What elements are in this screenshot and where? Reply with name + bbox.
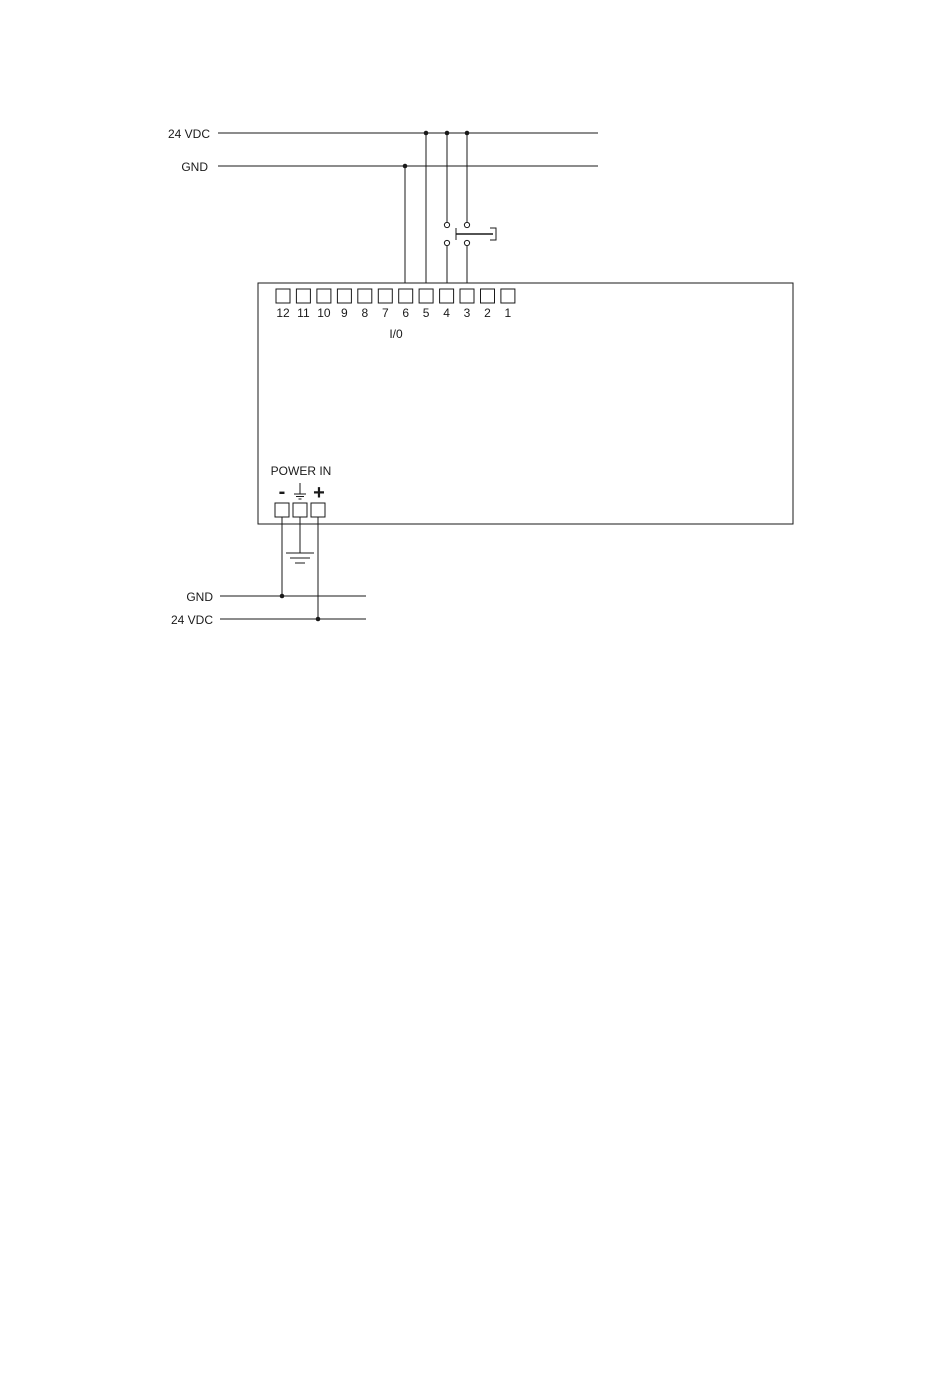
terminal-number-label: 4 xyxy=(443,306,450,320)
terminal-12 xyxy=(276,289,290,303)
io-drop-wires xyxy=(405,133,467,289)
terminal-number-label: 2 xyxy=(484,306,491,320)
terminal-1 xyxy=(501,289,515,303)
terminal-3 xyxy=(460,289,474,303)
terminal-number-label: 7 xyxy=(382,306,389,320)
terminal-6 xyxy=(399,289,413,303)
terminal-number-label: 12 xyxy=(276,306,290,320)
io-vdc-label: 24 VDC xyxy=(168,127,210,141)
power-terminal-plus xyxy=(311,503,325,517)
terminal-number-label: 8 xyxy=(361,306,368,320)
terminal-number-label: 1 xyxy=(505,306,512,320)
junction-dot xyxy=(316,617,321,622)
terminal-number-label: 6 xyxy=(402,306,409,320)
terminal-5 xyxy=(419,289,433,303)
terminal-4 xyxy=(440,289,454,303)
power-vdc-label: 24 VDC xyxy=(171,613,213,627)
terminal-2 xyxy=(481,289,495,303)
switch-contact xyxy=(464,222,469,227)
junction-dot xyxy=(424,131,429,136)
terminal-11 xyxy=(296,289,310,303)
terminal-10 xyxy=(317,289,331,303)
terminal-number-label: 9 xyxy=(341,306,348,320)
io-block-title: I/0 xyxy=(389,327,403,341)
switch-contact xyxy=(444,222,449,227)
terminal-8 xyxy=(358,289,372,303)
minus-symbol: - xyxy=(279,481,286,503)
junction-dot xyxy=(465,131,470,136)
power-supply-bus: GND 24 VDC xyxy=(171,590,366,627)
device-enclosure xyxy=(258,283,793,524)
terminal-number-label: 10 xyxy=(317,306,331,320)
io-supply-bus: 24 VDC GND xyxy=(168,127,598,174)
terminal-number-label: 3 xyxy=(464,306,471,320)
plus-symbol: + xyxy=(313,482,325,504)
pushbutton-switch-icon xyxy=(444,222,496,245)
junction-dot xyxy=(403,164,408,169)
power-terminal-earth xyxy=(293,503,307,517)
switch-contact xyxy=(464,240,469,245)
io-gnd-label: GND xyxy=(181,160,208,174)
io-junctions xyxy=(403,131,470,169)
terminal-9 xyxy=(337,289,351,303)
switch-contact xyxy=(444,240,449,245)
power-terminal-minus xyxy=(275,503,289,517)
power-gnd-label: GND xyxy=(186,590,213,604)
terminal-number-label: 5 xyxy=(423,306,430,320)
junction-dot xyxy=(445,131,450,136)
power-in-title: POWER IN xyxy=(271,464,332,478)
junction-dot xyxy=(280,594,285,599)
terminal-number-label: 11 xyxy=(297,306,310,320)
terminal-7 xyxy=(378,289,392,303)
